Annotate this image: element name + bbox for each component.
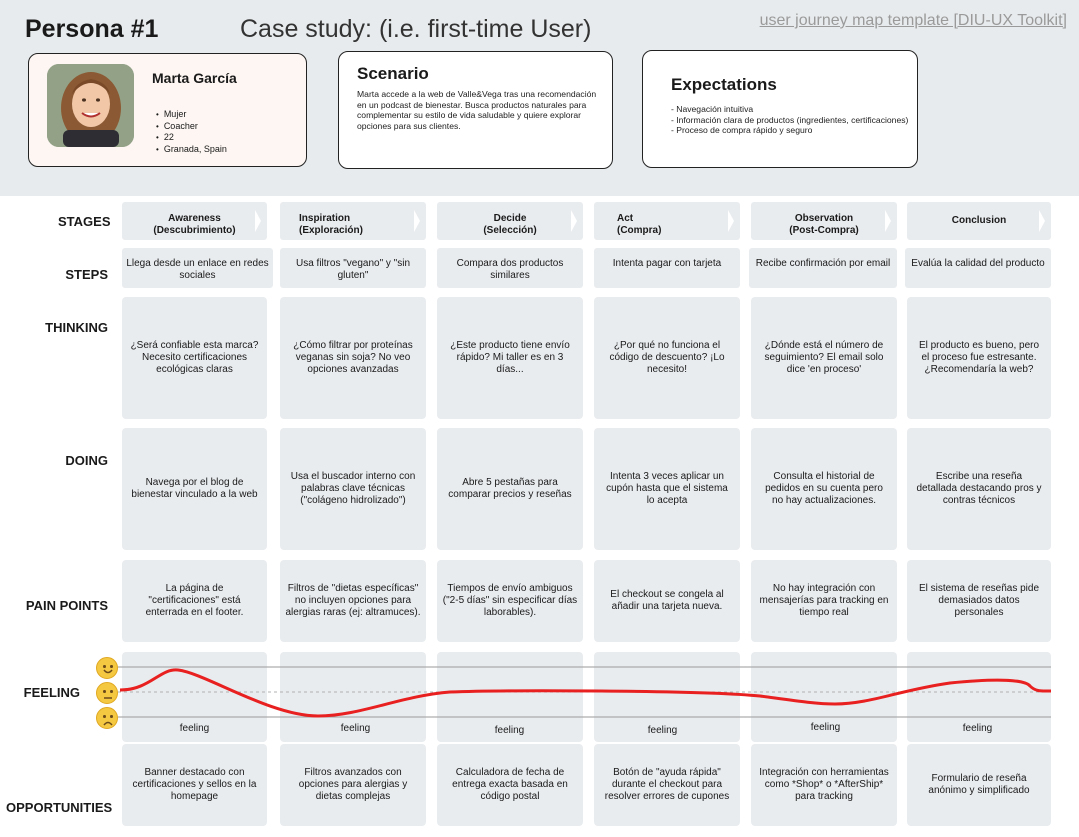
step-cell: Compara dos productos similares <box>437 248 583 288</box>
thinking-cell: ¿Será confiable esta marca? Necesito cer… <box>122 297 267 419</box>
stage-title: Inspiration <box>299 213 351 224</box>
persona-card: Marta García Mujer Coacher 22 Granada, S… <box>28 53 307 167</box>
stage-awareness: Awareness (Descubrimiento) <box>122 202 267 240</box>
doing-cell: Abre 5 pestañas para comparar precios y … <box>437 428 583 550</box>
chevron-right-icon <box>1039 210 1045 232</box>
feeling-label: feeling <box>647 725 678 736</box>
doing-cell: Escribe una reseña detallada destacando … <box>907 428 1051 550</box>
persona-name: Marta García <box>152 70 237 86</box>
case-study-title: Case study: (i.e. first-time User) <box>240 15 592 43</box>
chevron-right-icon <box>255 210 261 232</box>
opportunity-cell: Calculadora de fecha de entrega exacta b… <box>437 744 583 826</box>
template-link[interactable]: user journey map template [DIU-UX Toolki… <box>759 12 1067 29</box>
stage-subtitle: (Exploración) <box>299 225 363 236</box>
row-label-thinking: THINKING <box>45 320 108 335</box>
step-cell: Recibe confirmación por email <box>749 248 897 288</box>
thinking-cell: ¿Por qué no funciona el código de descue… <box>594 297 740 419</box>
persona-photo-icon <box>47 64 134 147</box>
chevron-right-icon <box>414 210 420 232</box>
pain-point-cell: Tiempos de envío ambiguos ("2-5 días" si… <box>437 560 583 642</box>
persona-attribute: Coacher <box>156 121 227 133</box>
thinking-cell: ¿Dónde está el número de seguimiento? El… <box>751 297 897 419</box>
stage-title: Act <box>617 213 634 224</box>
persona-attributes: Mujer Coacher 22 Granada, Spain <box>156 109 227 155</box>
stage-inspiration: Inspiration (Exploración) <box>280 202 426 240</box>
stage-title: Awareness <box>168 213 221 224</box>
expectations-heading: Expectations <box>671 75 777 94</box>
expectation-item: - Información clara de productos (ingred… <box>671 114 909 125</box>
chevron-right-icon <box>728 210 734 232</box>
pain-point-cell: El sistema de reseñas pide demasiados da… <box>907 560 1051 642</box>
stage-subtitle: (Descubrimiento) <box>153 225 236 236</box>
row-label-feeling: FEELING <box>23 685 80 700</box>
persona-header: Persona #1 Case study: (i.e. first-time … <box>0 0 1079 196</box>
chevron-right-icon <box>571 210 577 232</box>
stage-subtitle: (Compra) <box>617 225 662 236</box>
row-label-stages: STAGES <box>58 214 111 229</box>
scenario-text: Marta accede a la web de Valle&Vega tras… <box>357 89 597 131</box>
step-cell: Llega desde un enlace en redes sociales <box>122 248 273 288</box>
step-cell: Evalúa la calidad del producto <box>905 248 1051 288</box>
thinking-cell: ¿Cómo filtrar por proteínas veganas sin … <box>280 297 426 419</box>
pain-point-cell: La página de "certificaciones" está ente… <box>122 560 267 642</box>
thinking-cell: ¿Este producto tiene envío rápido? Mi ta… <box>437 297 583 419</box>
opportunity-cell: Integración con herramientas como *Shop*… <box>751 744 897 826</box>
row-label-doing: DOING <box>65 453 108 468</box>
scenario-heading: Scenario <box>357 64 429 83</box>
step-cell: Usa filtros "vegano" y "sin gluten" <box>280 248 426 288</box>
stage-act: Act (Compra) <box>594 202 740 240</box>
row-label-pain-points: PAIN POINTS <box>25 598 108 613</box>
stage-observation: Observation (Post-Compra) <box>751 202 897 240</box>
stage-subtitle: (Post-Compra) <box>789 225 859 236</box>
persona-avatar <box>47 64 134 147</box>
opportunity-cell: Botón de "ayuda rápida" durante el check… <box>594 744 740 826</box>
feeling-label: feeling <box>179 723 210 734</box>
happy-face-icon <box>96 657 118 679</box>
opportunity-cell: Formulario de reseña anónimo y simplific… <box>907 744 1051 826</box>
doing-cell: Intenta 3 veces aplicar un cupón hasta q… <box>594 428 740 550</box>
feeling-label: feeling <box>494 725 525 736</box>
stage-title: Conclusion <box>951 215 1007 226</box>
persona-attribute: 22 <box>156 132 227 144</box>
feeling-label: feeling <box>340 723 371 734</box>
stage-title: Decide <box>493 213 527 224</box>
doing-cell: Usa el buscador interno con palabras cla… <box>280 428 426 550</box>
opportunity-cell: Filtros avanzados con opciones para aler… <box>280 744 426 826</box>
opportunity-cell: Banner destacado con certificaciones y s… <box>122 744 267 826</box>
scenario-card: Scenario Marta accede a la web de Valle&… <box>338 51 613 169</box>
step-cell: Intenta pagar con tarjeta <box>594 248 740 288</box>
row-label-steps: STEPS <box>65 267 108 282</box>
expectation-item: - Proceso de compra rápido y seguro <box>671 125 813 136</box>
stage-title: Observation <box>794 213 854 224</box>
persona-attribute: Mujer <box>156 109 227 121</box>
expectations-list: - Navegación intuitiva - Información cla… <box>671 104 911 136</box>
doing-cell: Consulta el historial de pedidos en su c… <box>751 428 897 550</box>
sad-face-icon <box>96 707 118 729</box>
stage-subtitle: (Selección) <box>483 225 537 236</box>
neutral-face-icon <box>96 682 118 704</box>
thinking-cell: El producto es bueno, pero el proceso fu… <box>907 297 1051 419</box>
doing-cell: Navega por el blog de bienestar vinculad… <box>122 428 267 550</box>
pain-point-cell: No hay integración con mensajerías para … <box>751 560 897 642</box>
feeling-label: feeling <box>810 722 841 733</box>
chevron-right-icon <box>885 210 891 232</box>
expectation-item: - Navegación intuitiva <box>671 104 754 114</box>
stage-conclusion: Conclusion <box>907 202 1051 240</box>
pain-point-cell: Filtros de "dietas específicas" no inclu… <box>280 560 426 642</box>
row-label-opportunities: OPPORTUNITIES <box>6 800 113 815</box>
stage-decide: Decide (Selección) <box>437 202 583 240</box>
feeling-label: feeling <box>962 723 993 734</box>
pain-point-cell: El checkout se congela al añadir una tar… <box>594 560 740 642</box>
persona-title: Persona #1 <box>25 15 159 43</box>
persona-attribute: Granada, Spain <box>156 144 227 156</box>
expectations-card: Expectations - Navegación intuitiva - In… <box>642 50 918 168</box>
